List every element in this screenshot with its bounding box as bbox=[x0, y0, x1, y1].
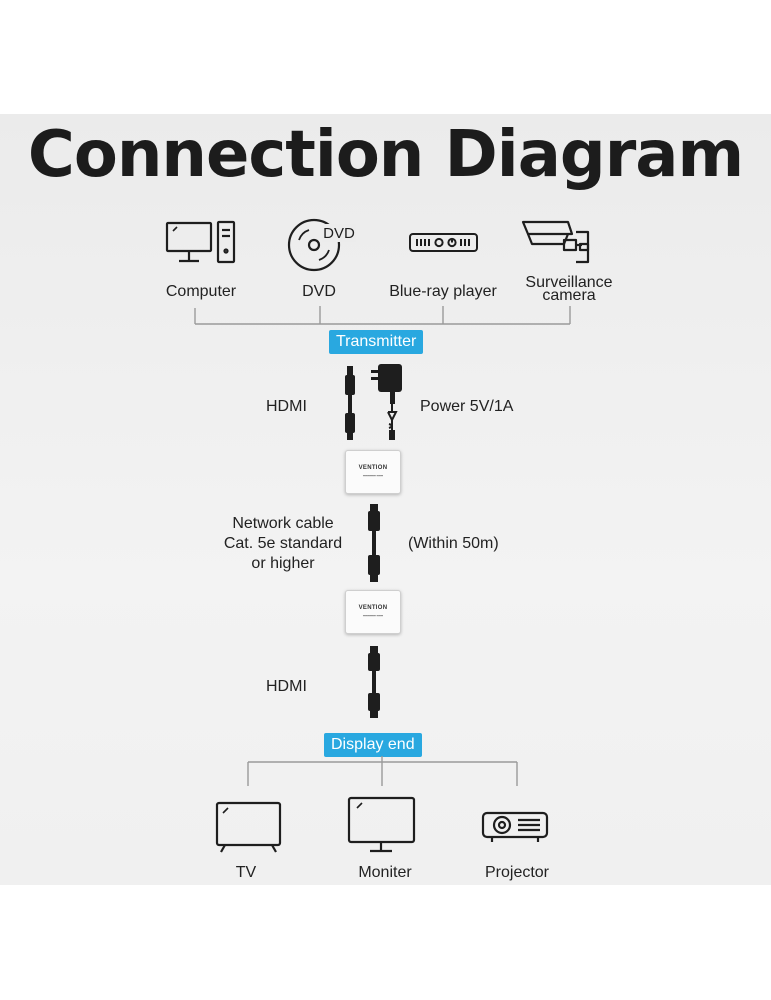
display-end-badge: Display end bbox=[324, 733, 422, 757]
computer-icon bbox=[165, 220, 236, 264]
source-label-surveillance: Surveillance camera bbox=[525, 274, 613, 304]
network-label-line1: Network cable bbox=[232, 515, 334, 532]
display-label-monitor: Moniter bbox=[358, 864, 412, 881]
source-label-surveillance-line2: camera bbox=[542, 287, 596, 304]
transmitter-device: VENTION ━━━━━━ ━━━ bbox=[345, 450, 401, 494]
monitor-icon bbox=[347, 796, 416, 853]
network-label-line3: or higher bbox=[251, 555, 315, 572]
network-cable-icon bbox=[368, 504, 380, 582]
surveillance-camera-icon bbox=[521, 220, 590, 264]
display-label-projector: Projector bbox=[484, 864, 550, 881]
transmitter-hdmi-label: HDMI bbox=[266, 398, 307, 415]
receiver-device: VENTION ━━━━━━ ━━━ bbox=[345, 590, 401, 634]
network-label: Network cable Cat. 5e standard or higher bbox=[220, 514, 346, 574]
dvd-icon-text: DVD bbox=[323, 225, 355, 242]
source-label-bluray: Blue-ray player bbox=[389, 283, 497, 300]
transmitter-model-text: ━━━━━━ ━━━ bbox=[363, 474, 383, 478]
source-label-computer: Computer bbox=[165, 283, 237, 300]
distance-label: (Within 50m) bbox=[408, 535, 499, 552]
projector-icon bbox=[481, 811, 549, 842]
display-label-tv: TV bbox=[235, 864, 257, 881]
network-label-line2: Cat. 5e standard bbox=[223, 535, 343, 552]
page-title: Connection Diagram bbox=[27, 118, 744, 192]
power-adapter-icon bbox=[371, 364, 402, 440]
source-label-surveillance-line1: Surveillance bbox=[525, 274, 613, 291]
power-label: Power 5V/1A bbox=[420, 398, 514, 415]
hdmi-cable-icon bbox=[345, 366, 355, 440]
transmitter-brand: VENTION bbox=[358, 465, 388, 471]
transmitter-badge: Transmitter bbox=[329, 330, 424, 354]
output-hdmi-cable-icon bbox=[368, 646, 380, 718]
tv-icon bbox=[215, 801, 282, 853]
dvd-icon: DVD bbox=[287, 218, 356, 272]
source-label-dvd: DVD bbox=[302, 283, 336, 300]
receiver-brand: VENTION bbox=[358, 605, 388, 611]
bluray-player-icon bbox=[409, 233, 478, 252]
receiver-hdmi-label: HDMI bbox=[266, 678, 307, 695]
receiver-model-text: ━━━━━━ ━━━ bbox=[363, 614, 383, 618]
